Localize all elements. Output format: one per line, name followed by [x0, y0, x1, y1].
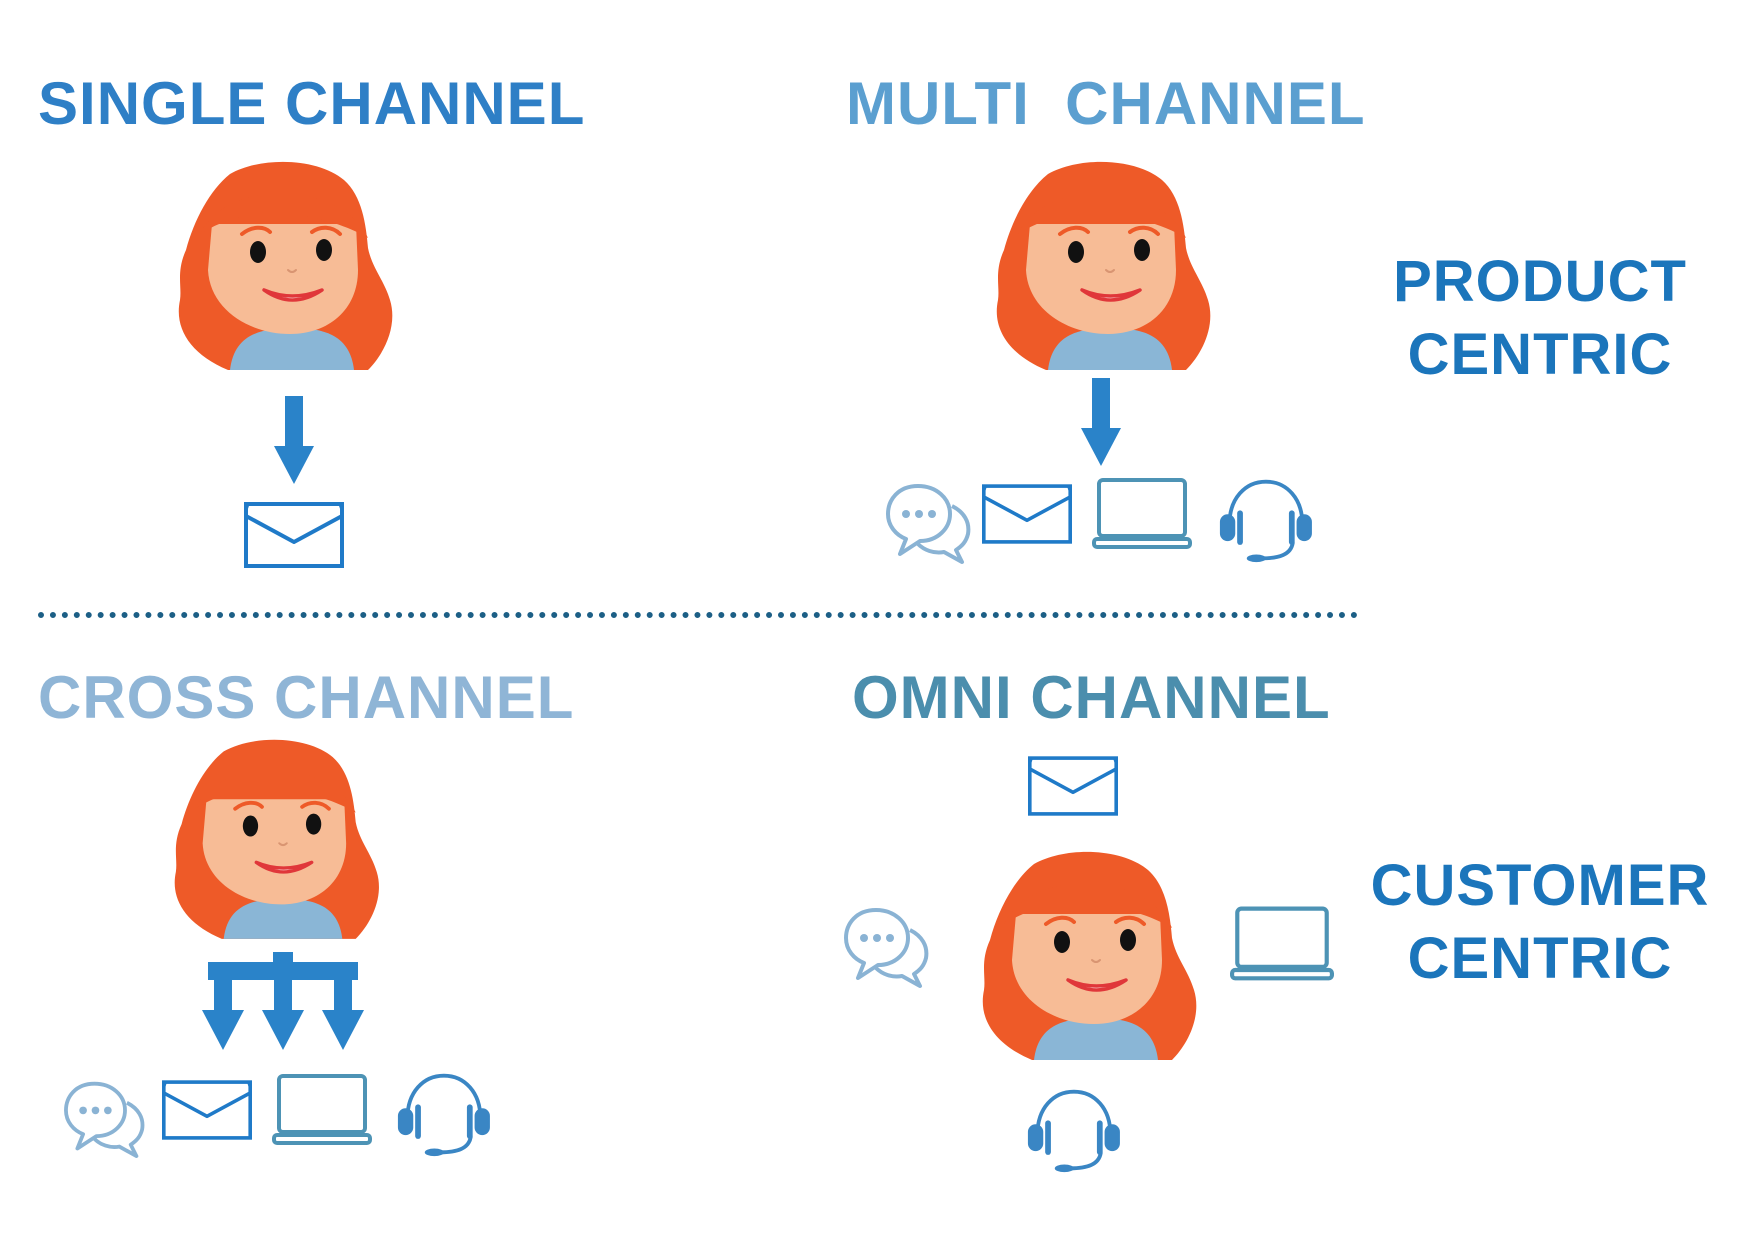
dotted-divider — [38, 612, 1358, 618]
product-centric-label: PRODUCT CENTRIC — [1370, 246, 1710, 391]
single-channel-title: SINGLE CHANNEL — [38, 70, 586, 137]
laptop-icon — [272, 1074, 372, 1146]
branching-arrow-icon — [198, 952, 368, 1050]
arrow-down-icon — [274, 396, 314, 484]
chat-bubbles-icon — [62, 1078, 148, 1158]
envelope-icon — [162, 1080, 252, 1140]
chat-bubbles-icon — [884, 480, 974, 564]
customer-centric-label: CUSTOMER CENTRIC — [1370, 850, 1710, 995]
headset-icon — [1216, 474, 1312, 566]
headset-icon — [1024, 1084, 1120, 1176]
product-centric-line1: PRODUCT — [1393, 249, 1687, 314]
arrow-down-icon — [1081, 378, 1121, 466]
envelope-icon — [244, 502, 344, 568]
customer-centric-line1: CUSTOMER — [1370, 853, 1710, 918]
headset-icon — [394, 1068, 490, 1160]
woman-avatar-icon — [990, 160, 1230, 390]
envelope-icon — [982, 484, 1072, 544]
woman-avatar-icon — [168, 738, 398, 958]
woman-avatar-icon — [172, 160, 412, 390]
envelope-icon — [1028, 756, 1118, 816]
omni-channel-title: OMNI CHANNEL — [852, 664, 1331, 731]
laptop-icon — [1230, 906, 1334, 982]
woman-avatar-icon — [976, 850, 1216, 1080]
chat-bubbles-icon — [842, 904, 932, 988]
product-centric-line2: CENTRIC — [1407, 321, 1673, 387]
laptop-icon — [1092, 478, 1192, 550]
cross-channel-title: CROSS CHANNEL — [38, 664, 575, 731]
customer-centric-line2: CENTRIC — [1407, 925, 1673, 991]
multi-channel-title: MULTI CHANNEL — [846, 70, 1366, 137]
